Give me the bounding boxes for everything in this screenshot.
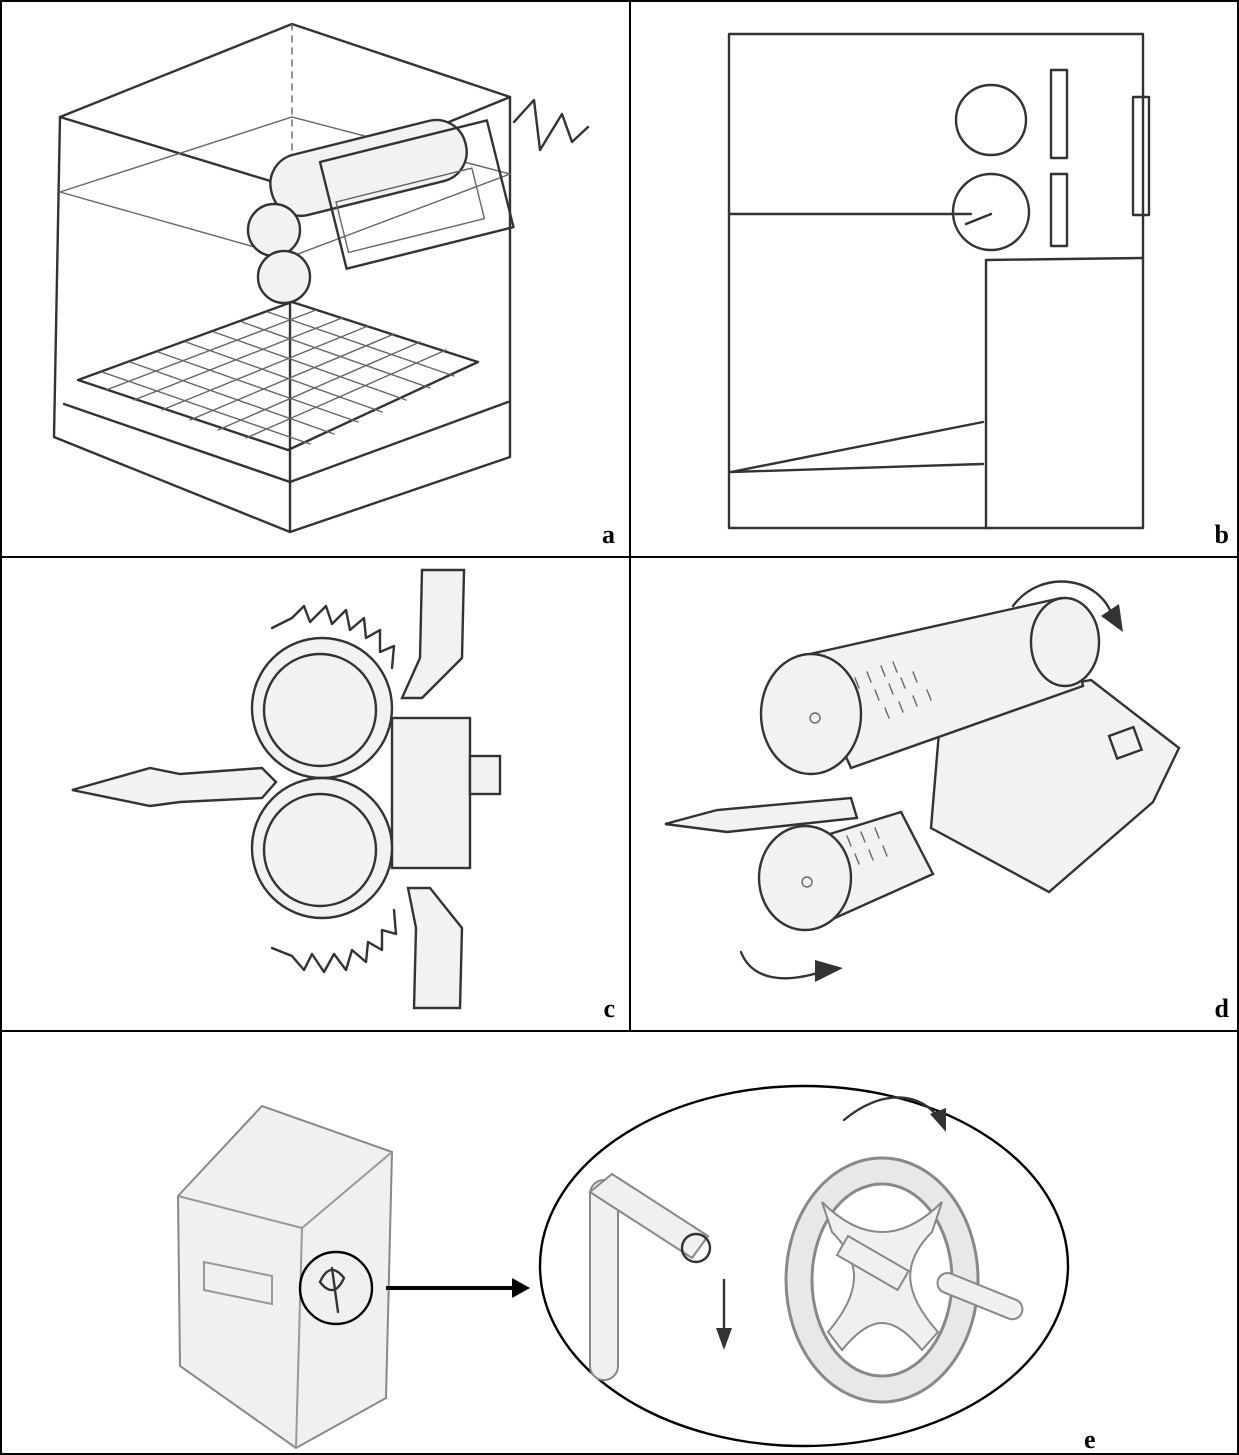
panel-label: d [1214, 994, 1229, 1023]
panel-label: e [1084, 1425, 1096, 1454]
mesh-grid [76, 300, 480, 452]
panel-label: b [1214, 520, 1229, 549]
panel-a: a [0, 0, 631, 558]
panel-b: b [629, 0, 1239, 558]
panel-c: c [0, 556, 631, 1032]
crank-handle-detail [588, 1172, 732, 1381]
handwheel-detail [784, 1096, 1024, 1404]
panel-a-sketch [52, 22, 590, 534]
panel-b-sketch [727, 32, 1151, 530]
panel-e: e [0, 1030, 1239, 1455]
panel-label: c [603, 994, 615, 1023]
panel-d-sketch [664, 580, 1181, 982]
panel-label: a [602, 520, 615, 549]
panel-c-sketch [71, 568, 502, 1010]
panel-d: d [629, 556, 1239, 1032]
device-box [176, 1104, 394, 1450]
panel-e-sketch [176, 1084, 1070, 1450]
